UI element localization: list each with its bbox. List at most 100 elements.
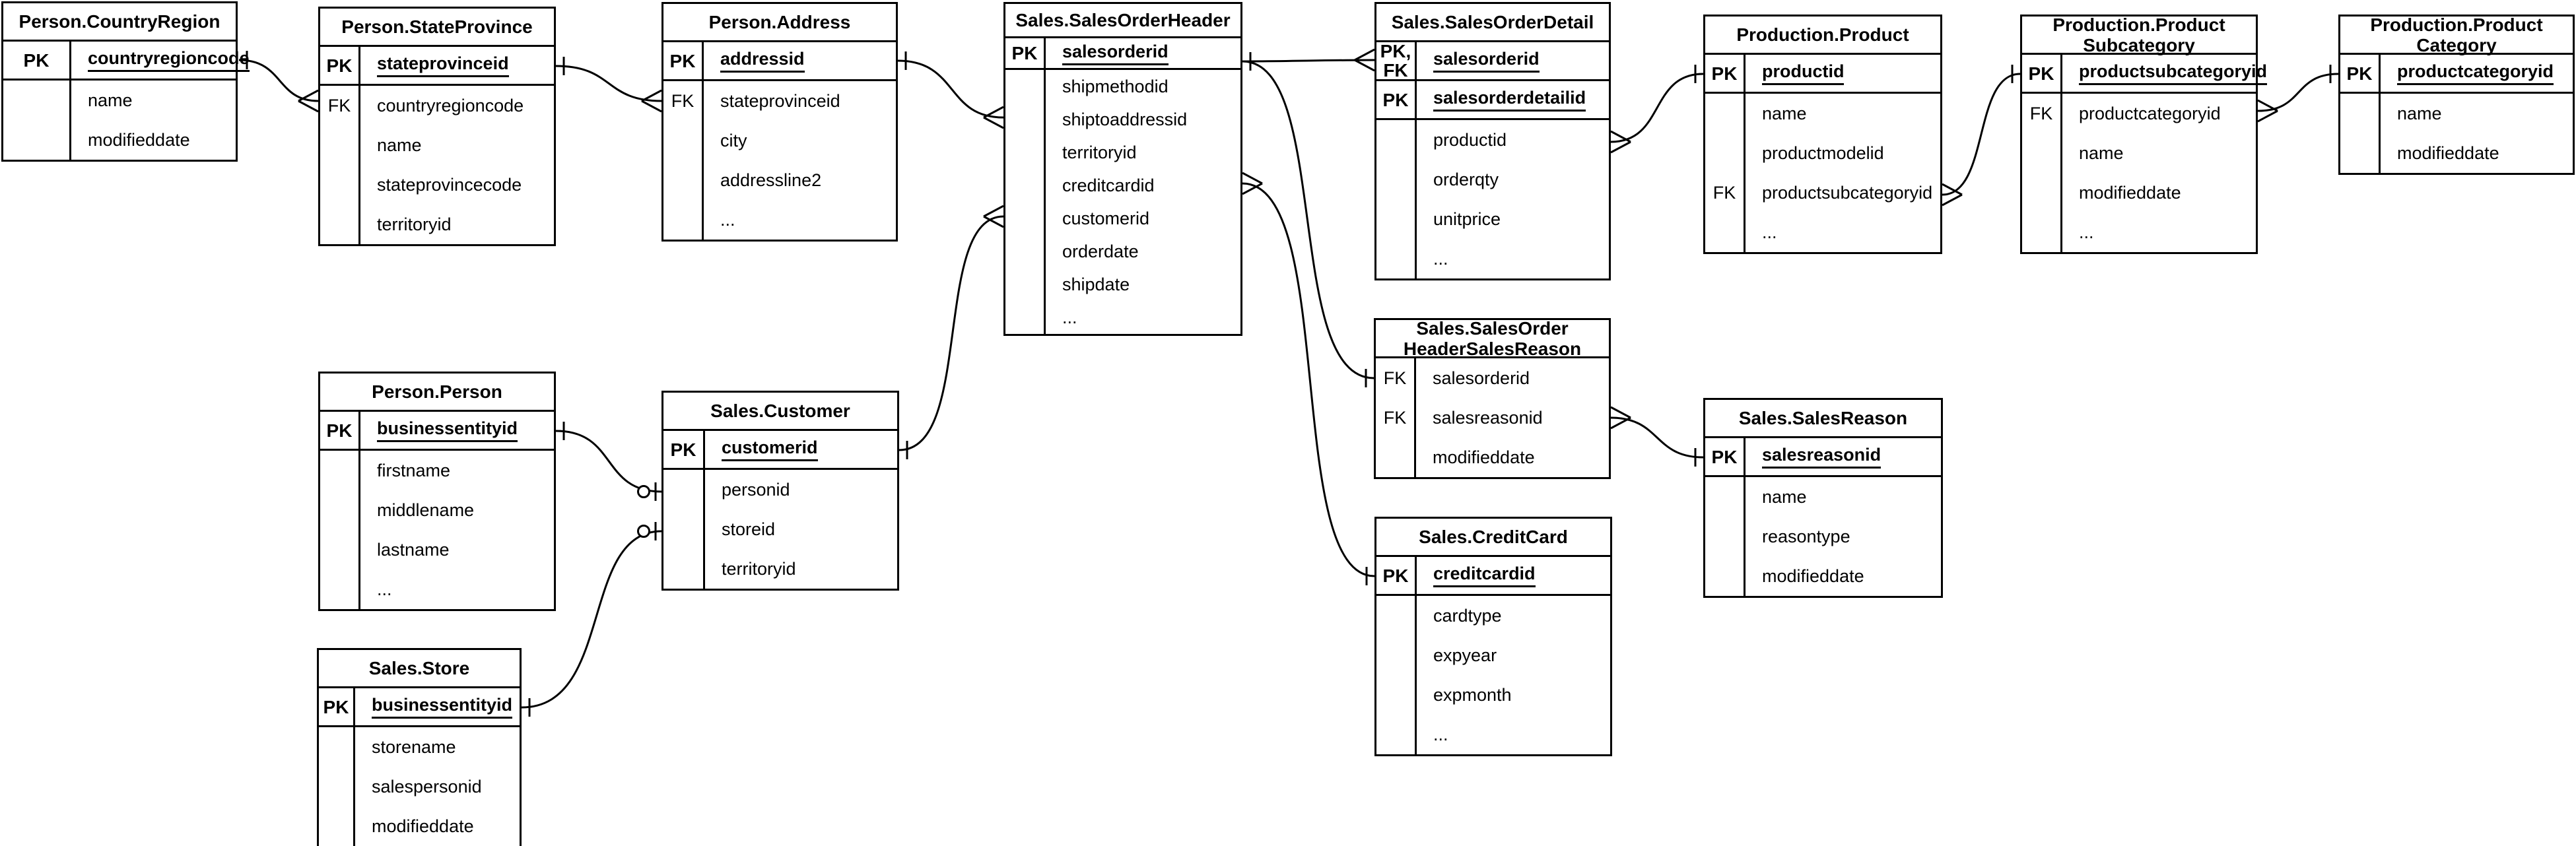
cardinality-many-crowfoot xyxy=(1942,193,1963,207)
relationship-line xyxy=(1610,73,1704,143)
attribute-name: productsubcategoryid xyxy=(1762,182,1933,203)
key-label-line: PK xyxy=(326,55,353,76)
attribute-row: storeid xyxy=(663,509,897,549)
key-label-line: PK xyxy=(1382,565,1409,586)
attribute-name: ... xyxy=(2079,222,2094,242)
key-label-line: PK xyxy=(2346,63,2373,84)
attribute-row: orderqty xyxy=(1376,160,1609,199)
attribute-name: lastname xyxy=(377,539,450,560)
table-title: Person.StateProvince xyxy=(320,9,554,47)
key-row: PK productid xyxy=(1705,55,1940,94)
cardinality-many-crowfoot xyxy=(298,89,319,102)
attribute-name: name xyxy=(1762,486,1807,507)
attribute-key-label: FK xyxy=(1383,407,1407,428)
attribute-row: modifieddate xyxy=(1705,556,1941,596)
label-column-divider xyxy=(69,42,71,160)
key-label: PK xyxy=(2022,64,2060,83)
key-label-line: PK xyxy=(670,439,696,460)
attribute-row: customerid xyxy=(1005,202,1240,235)
attribute-name: salesreasonid xyxy=(1433,407,1543,428)
cardinality-many-crowfoot xyxy=(641,100,662,113)
label-column-divider xyxy=(702,42,704,240)
relationship-sales_order_header-sales_order_header_sales_reason xyxy=(1242,52,1374,387)
table-title-line: HeaderSalesReason xyxy=(1403,338,1582,359)
relationship-address-sales_order_header xyxy=(897,51,1004,129)
attribute-row: shiptoaddressid xyxy=(1005,103,1240,136)
attribute-row: productmodelid xyxy=(1705,133,1940,173)
primary-key-field: productid xyxy=(1762,61,1845,85)
attribute-name: reasontype xyxy=(1762,526,1850,546)
relationship-line xyxy=(1242,182,1375,577)
key-label-line: PK xyxy=(323,696,349,717)
attribute-row: creditcardid xyxy=(1005,169,1240,202)
cardinality-many-crowfoot xyxy=(1242,182,1263,195)
relationship-country_region-state_province xyxy=(238,51,319,113)
attribute-name: name xyxy=(377,135,422,155)
key-label-line: PK xyxy=(2028,63,2054,84)
label-column-divider xyxy=(1744,55,1746,252)
relationship-credit_card-sales_order_header xyxy=(1242,172,1375,585)
attribute-name: ... xyxy=(1762,222,1777,242)
attribute-row: ... xyxy=(663,200,896,240)
key-label-line: PK xyxy=(1711,63,1738,84)
attribute-row: ... xyxy=(1005,301,1240,334)
label-column-divider xyxy=(2379,55,2381,173)
key-label-line: FK xyxy=(1383,60,1408,81)
attribute-name: territoryid xyxy=(722,558,796,579)
attribute-row: firstname xyxy=(320,451,554,490)
attribute-row: territoryid xyxy=(663,549,897,589)
relationship-line xyxy=(1242,60,1374,379)
table-title: Sales.Customer xyxy=(663,393,897,431)
table-title: Person.Address xyxy=(663,4,896,42)
key-label-line: PK xyxy=(1382,89,1409,110)
key-label: PK,FK xyxy=(1376,42,1415,80)
table-title: Sales.SalesOrderDetail xyxy=(1376,4,1609,42)
attribute-row: modifieddate xyxy=(319,806,520,846)
label-column-divider xyxy=(1744,438,1746,596)
key-label: PK xyxy=(1376,90,1415,110)
table-title-line: Production.Product xyxy=(2052,14,2225,35)
relationship-line xyxy=(555,430,662,493)
attribute-row: modifieddate xyxy=(1376,438,1609,477)
label-column-divider xyxy=(1414,358,1416,477)
cardinality-many-crowfoot xyxy=(1610,406,1631,419)
relationship-product_category-product_subcategory xyxy=(2257,65,2339,123)
label-column-divider xyxy=(353,688,355,846)
label-column-divider xyxy=(1044,38,1046,334)
attribute-row: city xyxy=(663,121,896,160)
key-label: PK xyxy=(1705,64,1744,83)
key-label: PK xyxy=(320,56,358,75)
cardinality-many-crowfoot xyxy=(1354,48,1375,61)
key-label: PK xyxy=(2340,64,2379,83)
relationship-line xyxy=(897,59,1004,119)
attribute-row: ... xyxy=(2022,212,2256,252)
relationship-line xyxy=(521,530,662,709)
attribute-name: territoryid xyxy=(1062,142,1137,162)
table-title-line: Sales.CreditCard xyxy=(1419,527,1568,547)
attribute-row: shipmethodid xyxy=(1005,70,1240,103)
key-label: PK xyxy=(3,51,69,70)
key-label: PK xyxy=(663,440,703,459)
key-label-line: PK xyxy=(23,49,50,71)
